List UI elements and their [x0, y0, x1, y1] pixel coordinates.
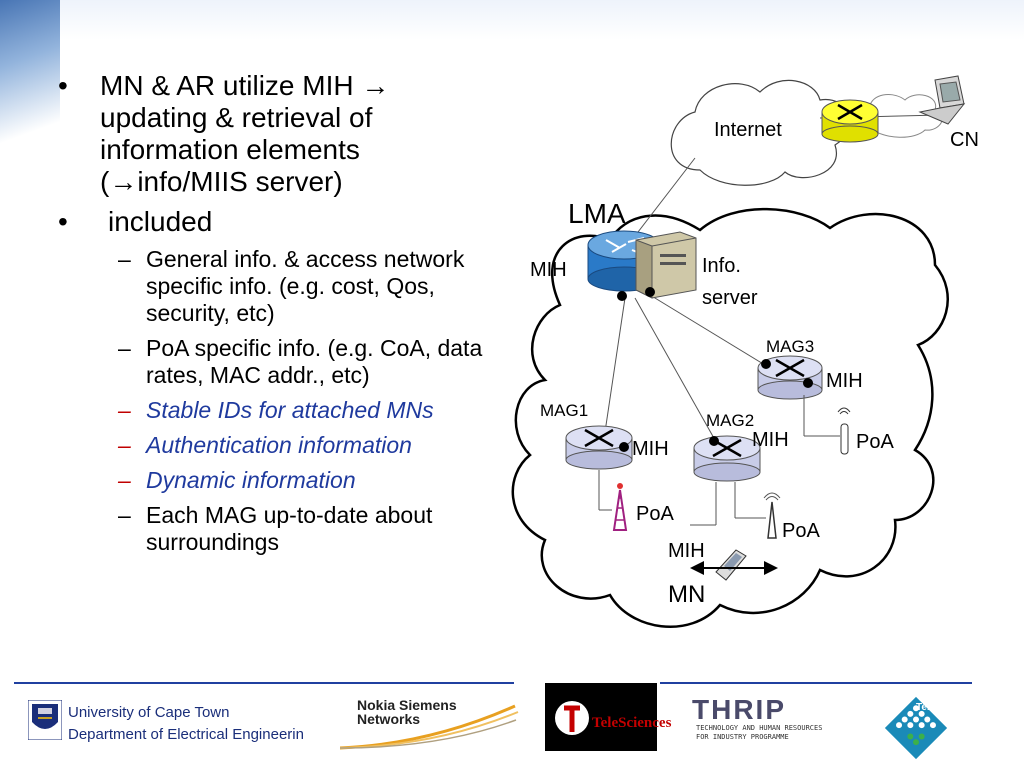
internet-router-icon	[821, 99, 879, 143]
arrow-left-icon	[690, 561, 704, 575]
uct-crest-icon	[28, 700, 62, 740]
mih-dot	[761, 359, 771, 369]
sub-bullet-item: – PoA specific info. (e.g. CoA, data rat…	[58, 335, 498, 389]
cn-label: CN	[950, 129, 979, 151]
sub-bullet-item: – General info. & access network specifi…	[58, 246, 498, 327]
tower-icon	[763, 492, 781, 539]
mag2-mih-label: MIH	[752, 429, 789, 451]
sub-bullet-text: Each MAG up-to-date about surroundings	[146, 502, 433, 555]
thrip-sub-line-1: TECHNOLOGY AND HUMAN RESOURCES	[696, 724, 823, 732]
server-icon	[635, 231, 697, 299]
bullet-item: • included	[58, 206, 498, 238]
mag2-poa-label: PoA	[782, 520, 820, 542]
sub-bullet-text: Dynamic information	[146, 467, 356, 493]
telkom-logo-icon	[884, 696, 948, 760]
bullet-dot: •	[58, 70, 68, 101]
network-diagram: Internet CN LMA MIH Info. server	[511, 75, 979, 628]
thrip-sub-line-2: FOR INDUSTRY PROGRAMME	[696, 733, 789, 741]
sub-bullet-dash: –	[118, 432, 131, 458]
lma-mih-label: MIH	[530, 259, 567, 281]
arrow-right-icon	[764, 561, 778, 575]
phone-icon	[715, 549, 747, 581]
mag1-label: MAG1	[540, 401, 588, 420]
mn-label: MN	[668, 581, 705, 608]
uct-line-2: Department of Electrical Engineerin	[68, 726, 304, 743]
telkom-text: Telkom	[916, 702, 951, 713]
internet-cloud	[670, 79, 850, 186]
sub-bullet-text: PoA specific info. (e.g. CoA, data rates…	[146, 335, 483, 388]
link-internet-lma	[627, 157, 696, 246]
mih-dot	[617, 291, 627, 301]
mag1-router-icon	[565, 425, 633, 470]
bullet-item: • MN & AR utilize MIH → updating & retri…	[58, 70, 498, 198]
telesciences-mark-icon	[555, 701, 589, 735]
corner-decoration	[0, 0, 60, 170]
access-network-cloud	[511, 207, 949, 628]
info-server-label-1: Info.	[702, 255, 741, 277]
link-lma-mag1	[604, 297, 626, 433]
footer-divider-right	[660, 682, 972, 684]
nsn-line-2: Networks	[357, 711, 421, 727]
mag2-label: MAG2	[706, 411, 754, 430]
mih-dot	[645, 287, 655, 297]
link-lma-mag3	[649, 294, 766, 366]
thrip-title: THRIP	[692, 694, 786, 725]
sub-bullet-item: – Stable IDs for attached MNs	[58, 397, 498, 424]
link-lma-mag2	[634, 297, 716, 441]
bullet-text: MN & AR utilize MIH → updating & retriev…	[100, 70, 390, 197]
mih-dot	[803, 378, 813, 388]
nsn-line-1: Nokia Siemens	[357, 697, 457, 713]
nsn-swoosh-icon	[340, 704, 519, 750]
mih-dot	[619, 442, 629, 452]
mag3-mih-label: MIH	[826, 370, 863, 392]
mag1-mih-label: MIH	[632, 438, 669, 460]
bullet-dot: •	[58, 206, 68, 237]
sub-bullet-item: – Dynamic information	[58, 467, 498, 494]
mn-mih-label: MIH	[668, 540, 705, 562]
mag3-poa-label: PoA	[856, 431, 894, 453]
mag3-label: MAG3	[766, 337, 814, 356]
sub-bullet-text: Stable IDs for attached MNs	[146, 397, 434, 423]
tower-icon	[612, 483, 628, 531]
sub-bullet-item: – Authentication information	[58, 432, 498, 459]
uct-line-1: University of Cape Town	[68, 704, 230, 721]
telesciences-text: TeleSciences	[592, 715, 672, 731]
mih-dot	[709, 436, 719, 446]
antenna-icon	[837, 407, 851, 455]
sub-bullet-dash: –	[118, 502, 131, 528]
info-server-label-2: server	[702, 287, 758, 309]
footer-divider-left	[14, 682, 514, 684]
thrip-subtitle: TECHNOLOGY AND HUMAN RESOURCES FOR INDUS…	[696, 724, 822, 742]
sub-bullet-item: – Each MAG up-to-date about surroundings	[58, 502, 498, 556]
sub-bullet-text: General info. & access network specific …	[146, 246, 465, 326]
lma-label: LMA	[568, 198, 626, 229]
sub-bullet-dash: –	[118, 467, 131, 493]
nsn-logo: Nokia Siemens Networks	[357, 698, 457, 726]
laptop-icon	[918, 75, 966, 125]
thrip-logo: THRIP TECHNOLOGY AND HUMAN RESOURCES FOR…	[692, 694, 860, 744]
sub-bullet-dash: –	[118, 246, 131, 272]
uct-text: University of Cape Town Department of El…	[68, 702, 304, 746]
sub-bullet-dash: –	[118, 397, 131, 423]
sub-bullet-text: Authentication information	[146, 432, 412, 458]
mag1-poa-label: PoA	[636, 503, 674, 525]
header-gradient	[0, 0, 1024, 40]
internet-label: Internet	[714, 119, 782, 141]
bullet-text: included	[108, 206, 213, 237]
sub-bullet-dash: –	[118, 335, 131, 361]
bullet-list: • MN & AR utilize MIH → updating & retri…	[58, 70, 498, 564]
footer-logos: University of Cape Town Department of El…	[0, 683, 1024, 768]
mag2-router-icon	[693, 435, 761, 482]
